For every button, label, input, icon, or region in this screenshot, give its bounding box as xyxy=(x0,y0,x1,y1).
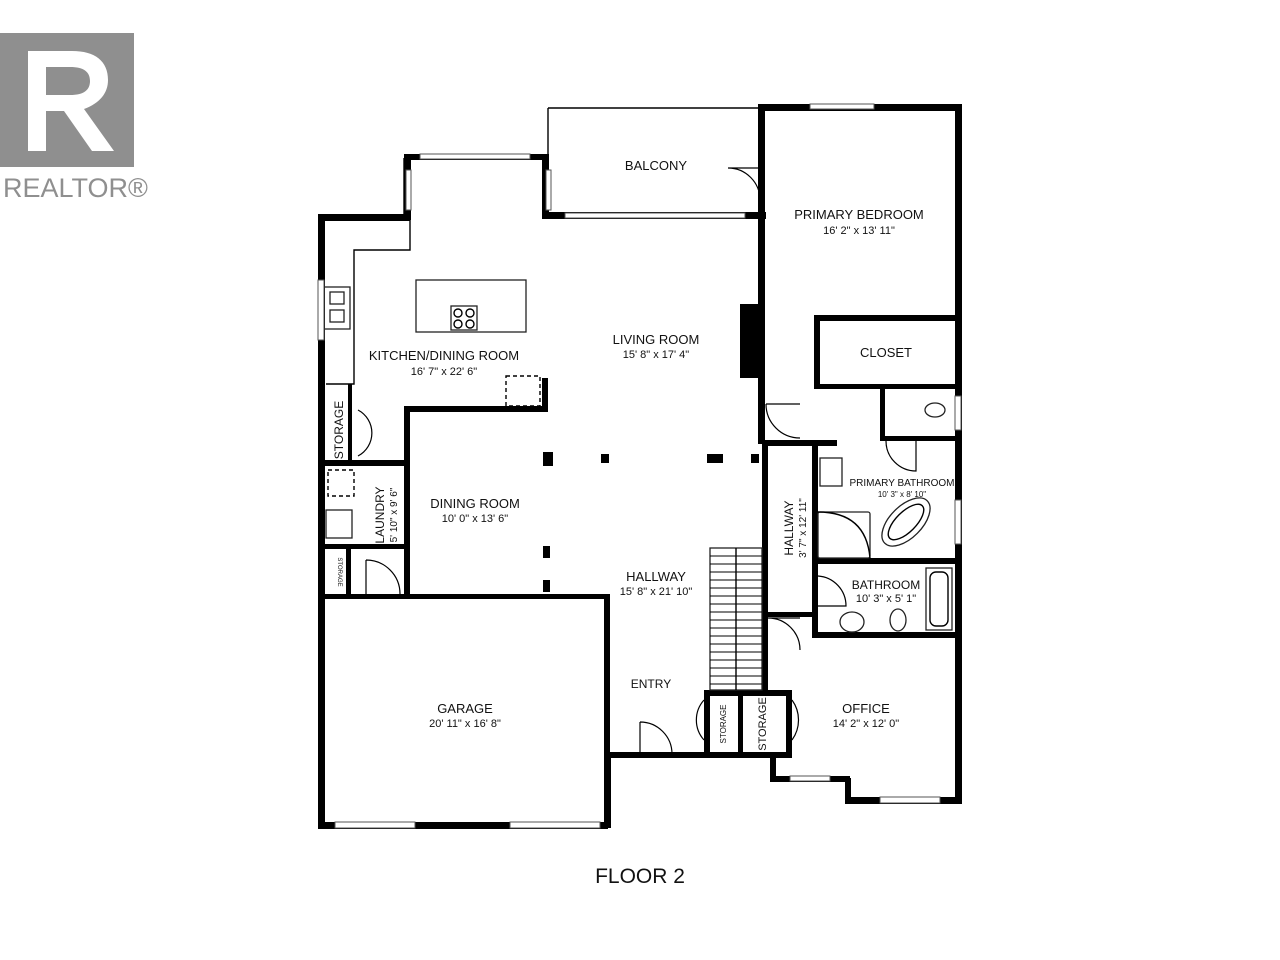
room-name-laundry: LAUNDRY xyxy=(373,486,387,543)
room-name-hallway-main: HALLWAY xyxy=(626,569,686,584)
dryer-outline xyxy=(327,469,355,497)
appliance-outline xyxy=(505,375,541,407)
room-name-storage-1: STORAGE xyxy=(332,401,346,459)
fixtures xyxy=(817,402,953,633)
room-dims-primary-bedroom: 16' 2" x 13' 11" xyxy=(823,225,895,237)
room-name-living-room: LIVING ROOM xyxy=(613,332,700,347)
room-labels: BALCONY PRIMARY BEDROOM 16' 2" x 13' 11"… xyxy=(332,158,955,751)
room-name-kitchen-dining: KITCHEN/DINING ROOM xyxy=(369,348,519,363)
bath-sink-icon xyxy=(839,611,865,633)
room-name-office: OFFICE xyxy=(842,701,890,716)
doors xyxy=(357,167,917,755)
room-name-primary-bathroom: PRIMARY BATHROOM xyxy=(849,478,954,489)
windows xyxy=(317,103,962,829)
room-name-primary-bedroom: PRIMARY BEDROOM xyxy=(794,207,924,222)
staircase xyxy=(709,547,763,691)
room-name-entry: ENTRY xyxy=(631,677,671,691)
room-dims-kitchen-dining: 16' 7" x 22' 6" xyxy=(411,366,478,378)
toilet-icon-2 xyxy=(924,402,946,418)
room-name-closet: CLOSET xyxy=(860,345,912,360)
logo-wordmark: REALTOR® xyxy=(3,173,148,203)
room-dims-dining-room: 10' 0" x 13' 6" xyxy=(442,513,509,525)
room-name-bathroom: BATHROOM xyxy=(852,578,920,592)
room-dims-primary-bathroom: 10' 3" x 8' 10" xyxy=(878,490,926,499)
room-name-balcony: BALCONY xyxy=(625,158,687,173)
walls xyxy=(318,104,962,829)
laundry-sink-icon xyxy=(325,509,353,539)
room-name-storage-4: STORAGE xyxy=(757,697,769,751)
room-dims-living-room: 15' 8" x 17' 4" xyxy=(623,349,690,361)
room-name-garage: GARAGE xyxy=(437,701,493,716)
bathtub-icon xyxy=(881,497,931,547)
room-dims-laundry: 5' 10" x 9' 6" xyxy=(389,487,400,542)
realtor-logo: REALTOR® xyxy=(0,33,148,203)
floor-label: FLOOR 2 xyxy=(595,865,685,888)
room-name-storage-2: STORAGE xyxy=(336,557,342,586)
room-dims-hallway-east: 3' 7" x 12' 11" xyxy=(798,498,809,558)
room-dims-bathroom: 10' 3" x 5' 1" xyxy=(856,593,916,605)
room-dims-garage: 20' 11" x 16' 8" xyxy=(429,718,501,730)
vanity-sink-icon xyxy=(819,457,843,487)
room-name-dining-room: DINING ROOM xyxy=(430,496,520,511)
room-dims-office: 14' 2" x 12' 0" xyxy=(833,718,900,730)
logo-r-glyph xyxy=(28,51,114,151)
shower-icon xyxy=(817,511,871,559)
room-name-storage-3: STORAGE xyxy=(719,705,728,744)
toilet-icon xyxy=(889,608,907,632)
room-dims-hallway-main: 15' 8" x 21' 10" xyxy=(620,586,693,598)
room-name-hallway-east: HALLWAY xyxy=(782,500,796,555)
